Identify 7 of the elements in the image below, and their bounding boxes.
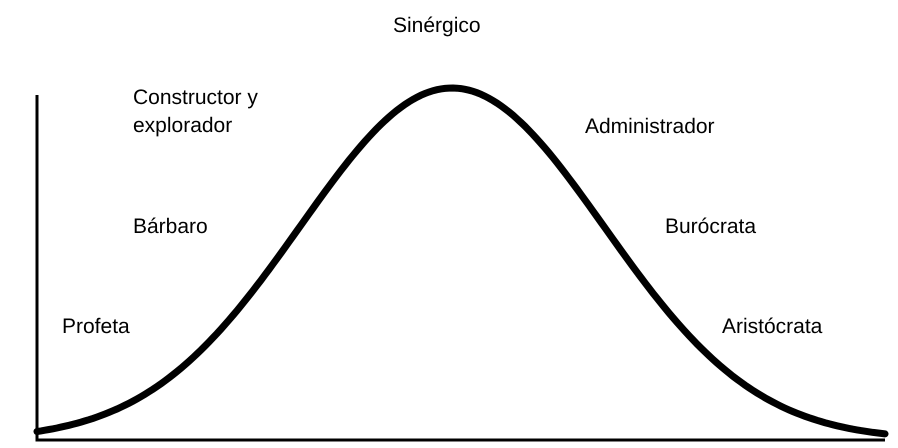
stage-label: Burócrata — [665, 214, 756, 240]
stage-label: Aristócrata — [722, 314, 822, 340]
stage-label: Sinérgico — [393, 13, 481, 39]
stage-label: Bárbaro — [133, 214, 208, 240]
stage-label: Constructor y explorador — [133, 85, 259, 139]
stage-label: Administrador — [585, 114, 715, 140]
stage-label: Profeta — [62, 314, 130, 340]
